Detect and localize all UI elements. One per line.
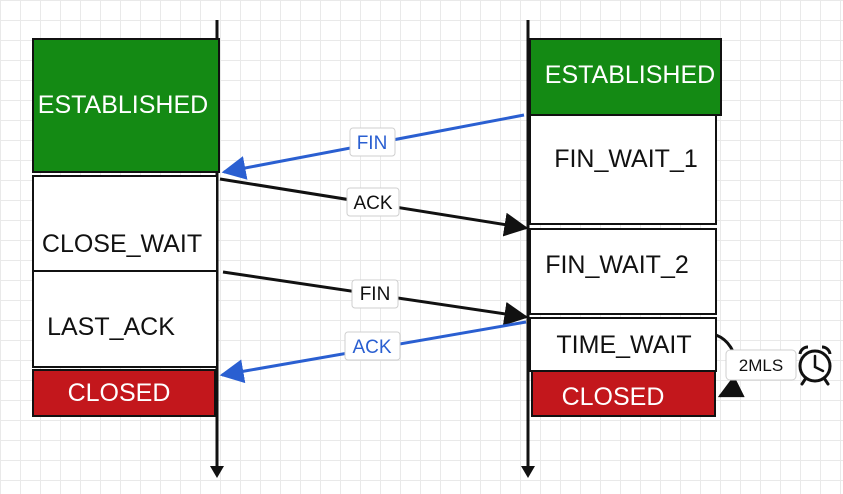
message-label: ACK [352,337,391,358]
alarm-clock-icon [798,345,832,386]
state-label: CLOSE_WAIT [42,230,202,258]
left-state-closed: CLOSED [32,369,216,417]
right-state-fin-wait-2: FIN_WAIT_2 [529,228,717,315]
message-fin-to-server: FIN [222,270,529,326]
message-fin-to-client: FIN [221,113,525,180]
left-state-close-wait: CLOSE_WAIT [32,175,218,272]
left-state-established: ESTABLISHED [32,38,220,173]
timer-label-box: 2MLS [725,349,797,381]
state-label: FIN_WAIT_1 [554,145,698,173]
state-label: CLOSED [562,383,665,411]
state-label: ESTABLISHED [38,91,208,119]
message-label: FIN [360,284,391,305]
state-label: FIN_WAIT_2 [545,251,689,279]
timer-label: 2MLS [739,356,783,375]
state-label: CLOSED [68,379,171,407]
state-label: LAST_ACK [47,313,175,341]
state-label: ESTABLISHED [545,61,715,89]
message-ack-to-server: ACK [219,177,529,237]
left-state-last-ack: LAST_ACK [32,270,218,368]
right-state-time-wait: TIME_WAIT [529,317,717,372]
message-label: FIN [357,133,388,154]
right-state-established: ESTABLISHED [529,38,722,116]
message-ack-to-client: ACK [219,320,527,384]
right-timeline [521,20,535,478]
state-label: TIME_WAIT [556,331,691,359]
right-state-closed: CLOSED [531,370,716,417]
message-label: ACK [353,193,392,214]
right-state-fin-wait-1: FIN_WAIT_1 [529,114,717,225]
